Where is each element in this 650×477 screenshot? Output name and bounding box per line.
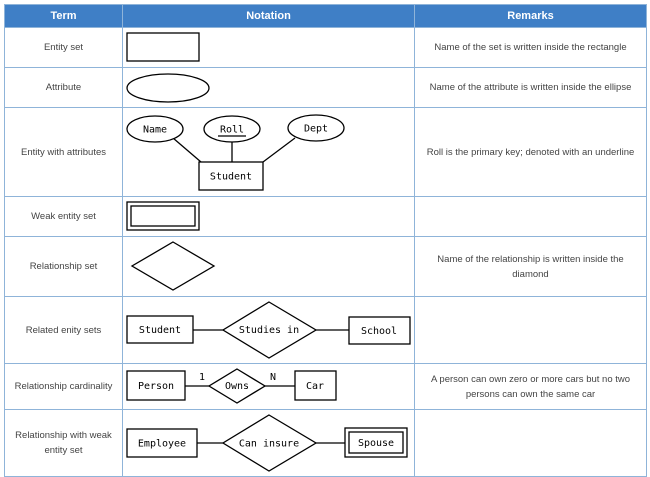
attribute-ellipse xyxy=(126,73,210,103)
term-cell: Relationship set xyxy=(4,236,123,297)
header-term: Term xyxy=(4,4,123,28)
table-row: Related enity sets Student Studies in Sc… xyxy=(4,296,647,364)
term-cell: Relationship with weak entity set xyxy=(4,409,123,477)
attribute-ellipse-dept xyxy=(287,114,345,142)
remarks-cell: Roll is the primary key; denoted with an… xyxy=(414,107,647,197)
entity-rectangle-left xyxy=(126,370,186,401)
entity-right-label: Car xyxy=(306,381,324,392)
header-notation: Notation xyxy=(122,4,415,28)
notation-cell xyxy=(122,27,415,68)
relationship-diamond xyxy=(130,241,216,291)
attribute-name-label: Name xyxy=(143,125,167,136)
entity-rectangle xyxy=(126,32,200,62)
relationship-label: Can insure xyxy=(239,439,299,450)
notation-cell: Name Roll Dept Student xyxy=(122,107,415,197)
term-cell: Related enity sets xyxy=(4,296,123,364)
entity-rectangle-left xyxy=(126,428,198,458)
entity-rectangle-left xyxy=(126,315,194,344)
weak-entity-inner-rectangle xyxy=(348,431,404,454)
relationship-label: Studies in xyxy=(239,325,299,336)
remarks-cell: Name of the relationship is written insi… xyxy=(414,236,647,297)
entity-rectangle-right xyxy=(294,370,337,401)
related-entity-sets-diagram: Student Studies in School xyxy=(126,301,411,359)
entity-rectangle xyxy=(198,161,264,191)
term-cell: Attribute xyxy=(4,67,123,108)
attribute-dept-label: Dept xyxy=(304,124,328,135)
table-row: Relationship with weak entity set Employ… xyxy=(4,409,647,477)
connector-line xyxy=(172,137,202,163)
term-cell: Entity with attributes xyxy=(4,107,123,197)
notation-cell: 1 N Person Owns Car xyxy=(122,363,415,410)
attribute-roll-label: Roll xyxy=(220,125,244,136)
entity-left-label: Student xyxy=(139,325,181,336)
relationship-diamond xyxy=(221,301,318,359)
relationship-diamond xyxy=(207,368,267,404)
entity-rectangle-right xyxy=(348,316,411,345)
remarks-cell xyxy=(414,409,647,477)
cardinality-left-label: 1 xyxy=(199,372,205,383)
table-row: Weak entity set xyxy=(4,196,647,237)
weak-entity-label: Spouse xyxy=(358,438,394,449)
notation-cell: Student Studies in School xyxy=(122,296,415,364)
table-row: Relationship set Name of the relationshi… xyxy=(4,236,647,297)
header-row: Term Notation Remarks xyxy=(4,4,647,28)
entity-left-label: Employee xyxy=(138,439,186,450)
table-row: Attribute Name of the attribute is writt… xyxy=(4,67,647,108)
table-row: Relationship cardinality 1 N Person Owns… xyxy=(4,363,647,410)
term-cell: Entity set xyxy=(4,27,123,68)
remarks-cell xyxy=(414,296,647,364)
entity-set-diagram xyxy=(126,32,200,62)
entity-student-label: Student xyxy=(210,172,252,183)
weak-entity-diagram xyxy=(126,201,200,231)
er-notation-table: Term Notation Remarks Entity set Name of… xyxy=(4,4,647,477)
relationship-cardinality-diagram: 1 N Person Owns Car xyxy=(126,368,337,404)
remarks-cell: Name of the set is written inside the re… xyxy=(414,27,647,68)
table-row: Entity set Name of the set is written in… xyxy=(4,27,647,68)
notation-table: Term Notation Remarks Entity set Name of… xyxy=(4,4,647,477)
term-cell: Weak entity set xyxy=(4,196,123,237)
attribute-diagram xyxy=(126,73,210,103)
remarks-cell xyxy=(414,196,647,237)
notation-cell xyxy=(122,196,415,237)
weak-relationship-diagram: Employee Can insure Spouse xyxy=(126,414,408,472)
connector-line xyxy=(262,137,296,163)
table-row: Entity with attributes Name Roll Dept St… xyxy=(4,107,647,197)
attribute-ellipse-name xyxy=(126,115,184,143)
notation-cell xyxy=(122,67,415,108)
remarks-cell: Name of the attribute is written inside … xyxy=(414,67,647,108)
entity-with-attributes-diagram: Name Roll Dept Student xyxy=(126,114,345,191)
relationship-diamond xyxy=(221,414,318,472)
entity-right-label: School xyxy=(361,326,397,337)
notation-cell: Employee Can insure Spouse xyxy=(122,409,415,477)
remarks-cell: A person can own zero or more cars but n… xyxy=(414,363,647,410)
term-cell: Relationship cardinality xyxy=(4,363,123,410)
entity-left-label: Person xyxy=(138,381,174,392)
relationship-set-diagram xyxy=(130,241,216,291)
notation-cell xyxy=(122,236,415,297)
cardinality-right-label: N xyxy=(270,372,276,383)
relationship-label: Owns xyxy=(225,381,249,392)
weak-entity-inner-rectangle xyxy=(130,205,196,227)
header-remarks: Remarks xyxy=(414,4,647,28)
